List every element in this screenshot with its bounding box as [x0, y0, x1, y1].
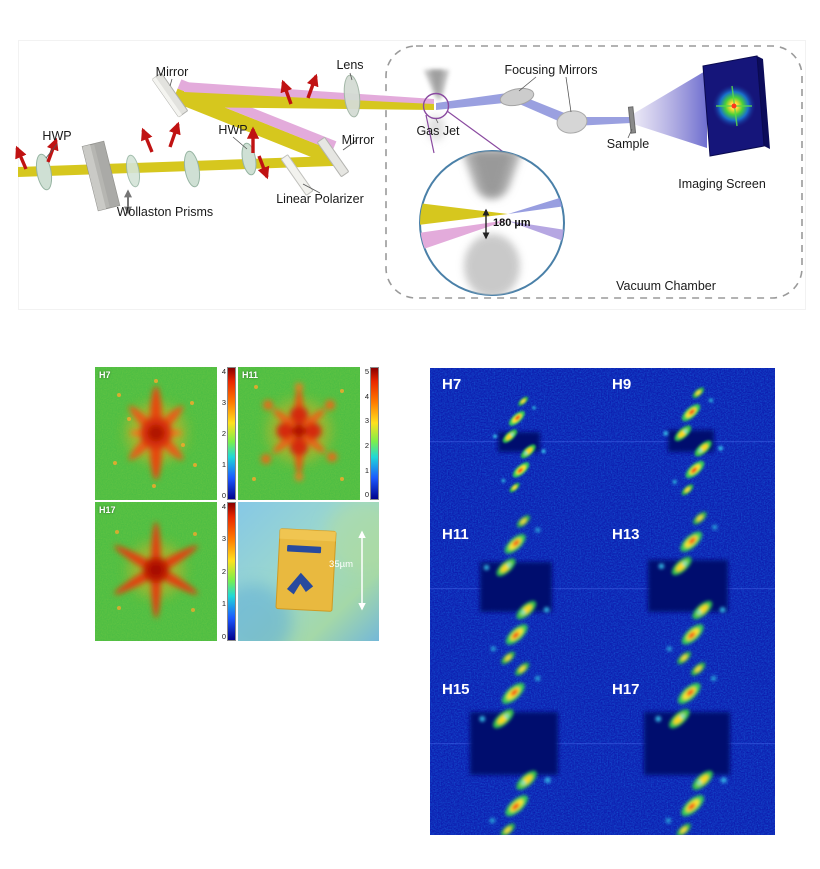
label-mirror-right: Mirror: [341, 133, 375, 147]
sample: [627, 106, 637, 134]
label-lens: Lens: [336, 58, 364, 72]
colorbar-ticks: 4 3 2 1 0: [217, 503, 226, 640]
sample-micrograph-image: [238, 502, 379, 641]
heatmap-panel-h17: H17 4 3 2 1 0: [95, 502, 236, 641]
diffraction-image: [430, 368, 775, 835]
colorbar-tick: 4: [221, 502, 226, 511]
waveplate-2: [183, 150, 201, 188]
heatmap-h11-image: [238, 367, 360, 500]
optical-setup: Mirror Lens Focusing Mirrors HWP HWP Mir…: [0, 0, 820, 348]
colorbar-tick: 2: [221, 566, 226, 576]
colorbar-tick: 0: [364, 490, 369, 500]
optical-setup-drawing: [15, 45, 803, 299]
label-sample: Sample: [606, 137, 650, 151]
half-wave-plate-left: [35, 153, 53, 191]
diffraction-label-h13: H13: [612, 526, 640, 543]
colorbar-tick: 4: [221, 367, 226, 376]
wollaston-prisms: [81, 140, 121, 212]
colorbar-tick: 1: [221, 459, 226, 469]
heatmap-label: H11: [242, 370, 259, 380]
colorbar-tick: 5: [364, 367, 369, 376]
colorbar-tick: 2: [221, 428, 226, 438]
colorbar-tick: 3: [221, 534, 226, 544]
waveplate: [125, 154, 141, 188]
focusing-mirror-1: [499, 87, 535, 107]
heatmap-h17-image: [95, 502, 217, 641]
colorbar: [227, 367, 236, 500]
label-hwp-mid: HWP: [218, 123, 248, 137]
scalebar-label: 35µm: [329, 559, 353, 570]
colorbar-tick: 3: [364, 416, 369, 426]
label-hwp-left: HWP: [42, 129, 72, 143]
setup-background: [18, 40, 806, 310]
diffraction-label-h7: H7: [442, 376, 462, 393]
diffraction-h9: [602, 385, 775, 497]
half-wave-plate-mid: [241, 142, 257, 176]
colorbar-tick: 0: [221, 631, 226, 641]
gas-jet-inset: [419, 150, 565, 296]
label-vacuum-chamber: Vacuum Chamber: [616, 279, 716, 293]
heatmap-panel-h7: H7 4 3 2 1 0: [95, 367, 236, 500]
mirror-right: [317, 137, 349, 177]
heatmap-label: H7: [99, 370, 111, 380]
label-gas-jet: Gas Jet: [416, 124, 460, 138]
label-linear-polarizer: Linear Polarizer: [276, 192, 364, 206]
label-wollaston-prisms: Wollaston Prisms: [116, 205, 214, 219]
label-focusing-mirrors: Focusing Mirrors: [504, 63, 598, 77]
heatmap-panel-h11: H11 5 4 3 2 1 0: [238, 367, 379, 500]
diffraction-h17: [602, 660, 775, 835]
colorbar-tick: 3: [221, 397, 226, 407]
diffraction-label-h17: H17: [612, 681, 640, 698]
mirror-top: [152, 72, 188, 118]
diffraction-h7: [430, 395, 602, 494]
gas-jet: [422, 70, 551, 187]
harmonic-heatmaps: H7 4 3 2 1 0: [95, 367, 381, 643]
diffraction-h15: [430, 660, 602, 835]
diffraction-label-h15: H15: [442, 681, 470, 698]
diffraction-label-h11: H11: [442, 526, 469, 543]
lens: [343, 74, 361, 118]
heatmap-label: H17: [99, 505, 116, 515]
heatmap-h7-image: [95, 367, 217, 500]
laser-beams: [18, 70, 707, 177]
diffraction-label-h9: H9: [612, 376, 632, 393]
label-mirror-top: Mirror: [155, 65, 189, 79]
arrow-aperture: [286, 572, 314, 595]
colorbar-tick: 0: [221, 490, 226, 500]
diffraction-patterns: H7 H9 H11 H13 H15 H17: [430, 368, 775, 835]
diffraction-h13: [602, 510, 775, 667]
colorbar: [227, 502, 236, 641]
colorbar-ticks: 4 3 2 1 0: [217, 368, 226, 499]
label-imaging-screen: Imaging Screen: [678, 177, 766, 191]
colorbar-tick: 4: [364, 391, 369, 401]
colorbar: [370, 367, 379, 500]
colorbar-ticks: 5 4 3 2 1 0: [360, 368, 369, 499]
gold-membrane: [275, 528, 337, 612]
colorbar-tick: 2: [364, 441, 369, 451]
diffraction-h11: [430, 513, 602, 666]
colorbar-tick: 1: [221, 599, 226, 609]
slit-aperture: [286, 545, 322, 554]
label-connectors: [45, 72, 633, 194]
imaging-screen: [702, 55, 770, 157]
polarization-arrows: [15, 73, 319, 180]
vacuum-chamber-outline: [385, 45, 803, 299]
colorbar-tick: 1: [364, 465, 369, 475]
label-gap-180um: 180 µm: [493, 217, 531, 229]
sample-micrograph-panel: 35µm: [238, 502, 379, 641]
